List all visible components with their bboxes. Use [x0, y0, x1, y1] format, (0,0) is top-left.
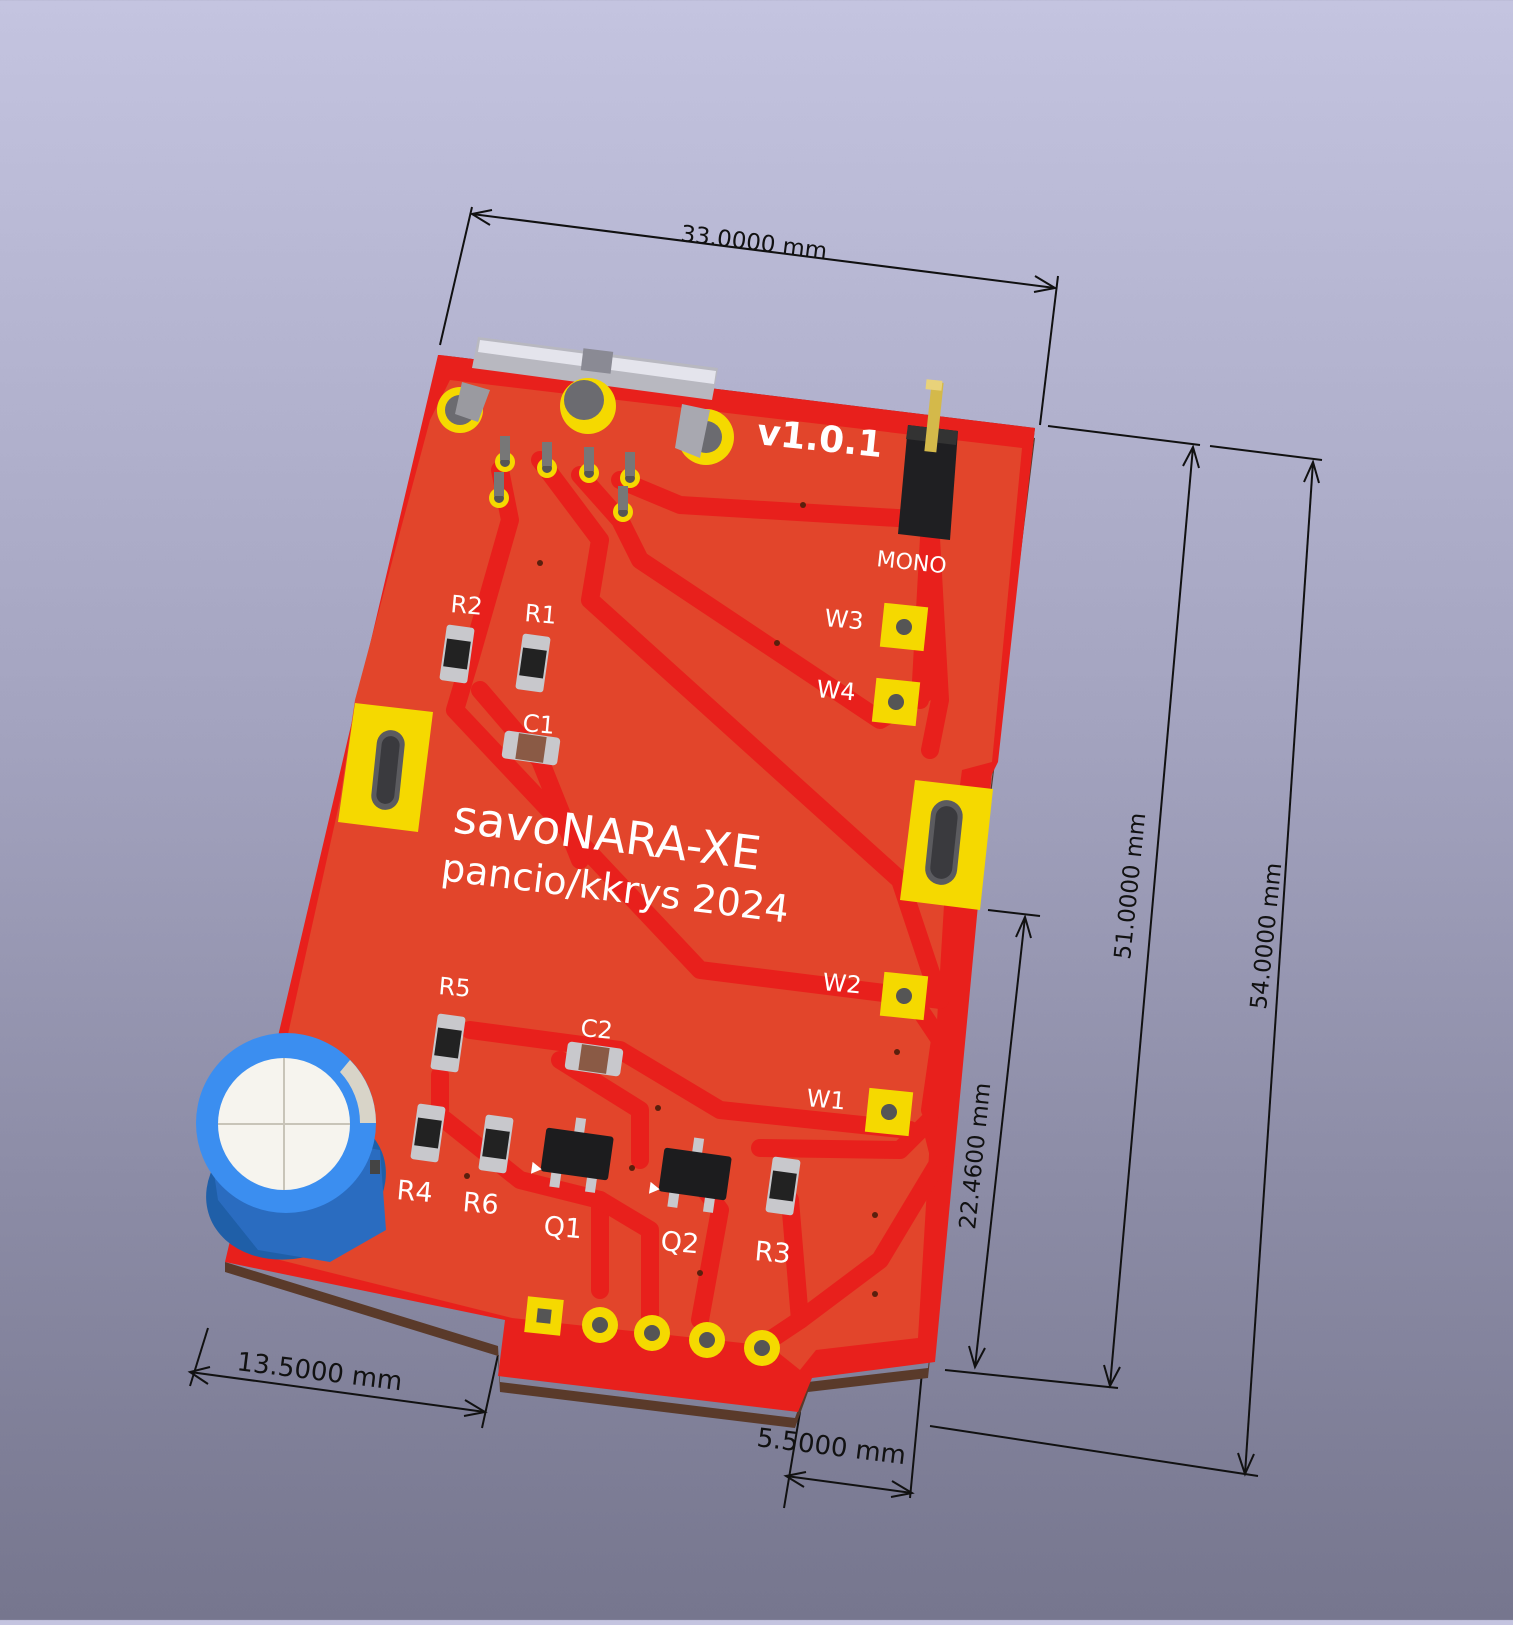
- label-r2: R2: [449, 590, 483, 621]
- resistor-r4[interactable]: [410, 1103, 446, 1163]
- dimension-offset-left: 13.5000 mm: [187, 1327, 499, 1429]
- transistor-q1[interactable]: [530, 1112, 616, 1194]
- resistor-r2[interactable]: [439, 624, 475, 684]
- pcb-traces: [431, 451, 949, 1349]
- capacitor-c2[interactable]: [564, 1041, 624, 1077]
- label-r5: R5: [437, 972, 471, 1003]
- resistor-r1[interactable]: [515, 633, 551, 693]
- resistor-r5[interactable]: [430, 1013, 466, 1073]
- label-w1: W1: [805, 1084, 846, 1115]
- label-w4: W4: [815, 675, 856, 706]
- w-pads: [864, 602, 929, 1137]
- bottom-connector-pads: [524, 1296, 780, 1366]
- vias: [464, 502, 900, 1297]
- dimension-label-height-inner: 51.0000 mm: [1110, 811, 1151, 960]
- label-r4: R4: [395, 1175, 434, 1209]
- label-q2: Q2: [659, 1226, 700, 1260]
- usb-c-connector-icon[interactable]: [437, 337, 734, 465]
- label-r3: R3: [753, 1236, 792, 1270]
- resistor-r6[interactable]: [478, 1114, 514, 1174]
- dimension-label-height-partial: 22.4600 mm: [955, 1081, 996, 1230]
- label-r1: R1: [523, 599, 557, 630]
- dimension-label-board-width: 33.0000 mm: [679, 221, 828, 265]
- electrolytic-capacitor-icon[interactable]: [185, 1033, 407, 1284]
- label-q1: Q1: [542, 1211, 583, 1245]
- label-w2: W2: [821, 968, 862, 999]
- connector-pins: [489, 436, 640, 522]
- transistor-q2[interactable]: [648, 1132, 734, 1214]
- side-slot-right: [900, 780, 993, 910]
- pcb-board[interactable]: v1.0.1 MONO savoNARA-XE pancio/kkrys 202…: [185, 337, 1035, 1428]
- dimension-label-tab-width: 5.5000 mm: [755, 1423, 907, 1471]
- label-r6: R6: [461, 1187, 500, 1221]
- pin-header-icon[interactable]: [898, 379, 958, 540]
- side-slot-left: [338, 703, 433, 832]
- label-c2: C2: [579, 1014, 613, 1045]
- label-w3: W3: [823, 604, 864, 635]
- label-c1: C1: [521, 709, 555, 740]
- capacitor-c1[interactable]: [501, 730, 561, 766]
- resistor-r3[interactable]: [765, 1156, 801, 1216]
